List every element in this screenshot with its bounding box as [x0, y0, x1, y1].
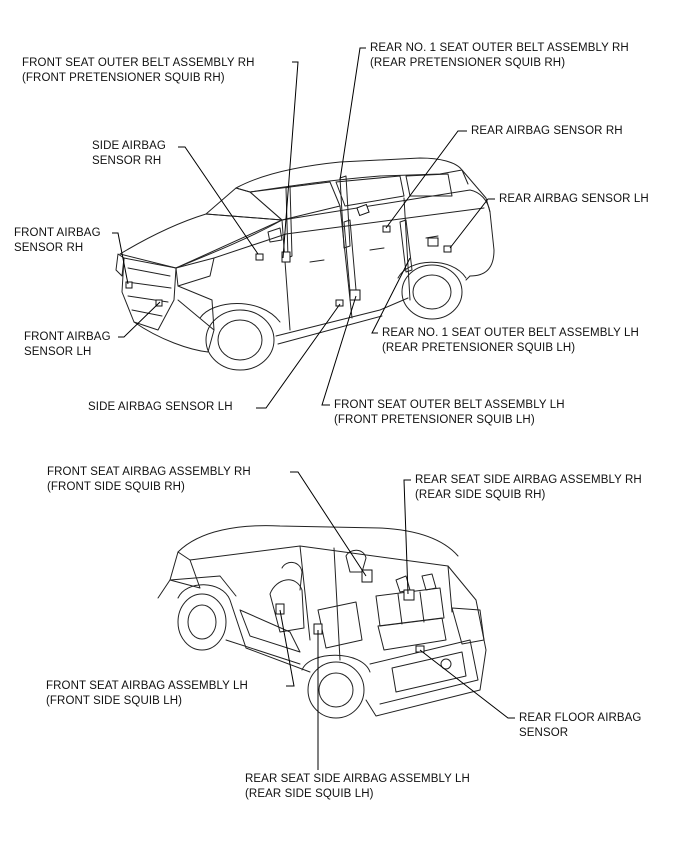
- label-side-airbag-sensor-rh: SIDE AIRBAG SENSOR RH: [92, 140, 166, 167]
- bottom-vehicle-illustration: [157, 525, 487, 719]
- label-rear-seat-side-airbag-rh: REAR SEAT SIDE AIRBAG ASSEMBLY RH (REAR …: [415, 474, 642, 501]
- label-front-seat-airbag-lh: FRONT SEAT AIRBAG ASSEMBLY LH (FRONT SID…: [46, 680, 248, 707]
- label-front-airbag-sensor-lh: FRONT AIRBAG SENSOR LH: [24, 331, 111, 358]
- label-side-airbag-sensor-lh: SIDE AIRBAG SENSOR LH: [88, 401, 233, 413]
- label-rear-no1-seat-outer-belt-rh: REAR NO. 1 SEAT OUTER BELT ASSEMBLY RH (…: [370, 42, 629, 69]
- label-rear-no1-seat-outer-belt-lh: REAR NO. 1 SEAT OUTER BELT ASSEMBLY LH (…: [382, 327, 639, 354]
- label-front-seat-outer-belt-rh: FRONT SEAT OUTER BELT ASSEMBLY RH (FRONT…: [22, 57, 255, 84]
- label-front-seat-outer-belt-lh: FRONT SEAT OUTER BELT ASSEMBLY LH (FRONT…: [334, 399, 565, 426]
- label-rear-seat-side-airbag-lh: REAR SEAT SIDE AIRBAG ASSEMBLY LH (REAR …: [245, 773, 470, 800]
- label-rear-floor-airbag-sensor: REAR FLOOR AIRBAG SENSOR: [519, 712, 642, 739]
- label-rear-airbag-sensor-lh: REAR AIRBAG SENSOR LH: [499, 193, 649, 205]
- label-rear-airbag-sensor-rh: REAR AIRBAG SENSOR RH: [471, 125, 623, 137]
- top-leader-lines: [112, 47, 495, 409]
- label-front-seat-airbag-rh: FRONT SEAT AIRBAG ASSEMBLY RH (FRONT SID…: [47, 466, 251, 493]
- label-front-airbag-sensor-rh: FRONT AIRBAG SENSOR RH: [14, 227, 101, 254]
- top-vehicle-illustration: [115, 157, 495, 371]
- bottom-leader-lines: [279, 471, 515, 770]
